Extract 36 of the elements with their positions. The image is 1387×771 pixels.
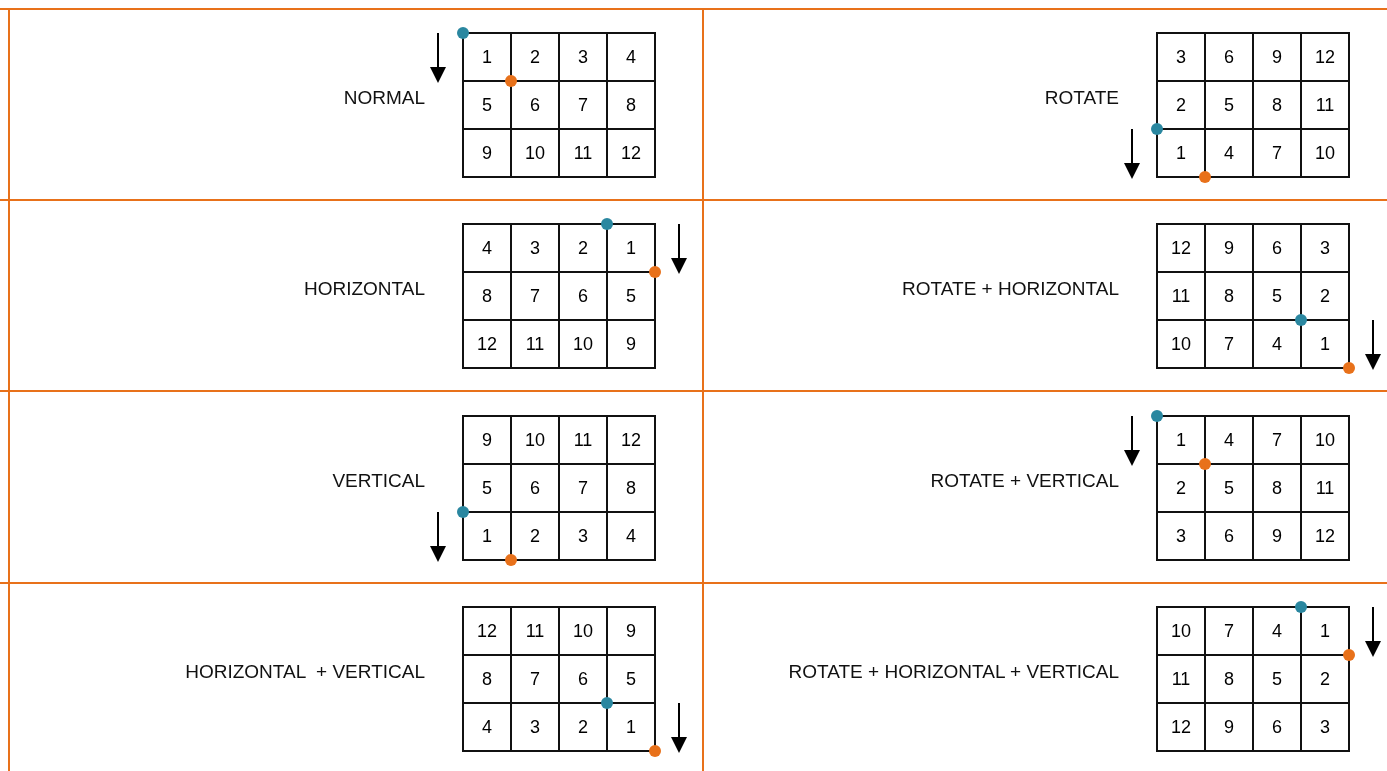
grid-cell: 1 (606, 702, 656, 752)
grid-cell: 3 (1156, 511, 1206, 561)
grid-cell: 9 (606, 319, 656, 369)
grid-cell: 9 (462, 128, 512, 178)
grid-cell: 3 (1300, 223, 1350, 273)
grid-cell: 3 (1300, 702, 1350, 752)
transform-label: HORIZONTAL + VERTICAL (185, 661, 425, 683)
transform-label: NORMAL (343, 87, 425, 109)
grid-cell: 10 (1300, 415, 1350, 465)
grid-cell: 10 (1300, 128, 1350, 178)
transform-label: VERTICAL (332, 470, 425, 492)
grid-cell: 9 (606, 606, 656, 656)
grid-cell: 12 (606, 128, 656, 178)
grid-cell: 1 (1156, 415, 1206, 465)
grid-cell: 10 (1156, 319, 1206, 369)
grid-cell: 12 (462, 319, 512, 369)
grid-cell: 12 (1300, 511, 1350, 561)
transform-label: ROTATE + VERTICAL (930, 470, 1119, 492)
grid-cell: 1 (1300, 319, 1350, 369)
grid-cell: 1 (462, 32, 512, 82)
grid-cell: 12 (1156, 702, 1206, 752)
grid-cell: 3 (1156, 32, 1206, 82)
grid-cell: 4 (462, 702, 512, 752)
transform-label: ROTATE + HORIZONTAL + VERTICAL (788, 661, 1119, 683)
grid-cell: 12 (606, 415, 656, 465)
transform-label: HORIZONTAL (303, 278, 425, 300)
grid-cell: 12 (1300, 32, 1350, 82)
grid-cell: 4 (462, 223, 512, 273)
grid-cell: 4 (606, 32, 656, 82)
grid-cell: 9 (462, 415, 512, 465)
transform-label: ROTATE (1044, 87, 1119, 109)
transform-label: ROTATE + HORIZONTAL (902, 278, 1119, 300)
grid-cell: 4 (606, 511, 656, 561)
grid-cell: 12 (1156, 223, 1206, 273)
grid-cell: 12 (462, 606, 512, 656)
grid-cell: 10 (1156, 606, 1206, 656)
